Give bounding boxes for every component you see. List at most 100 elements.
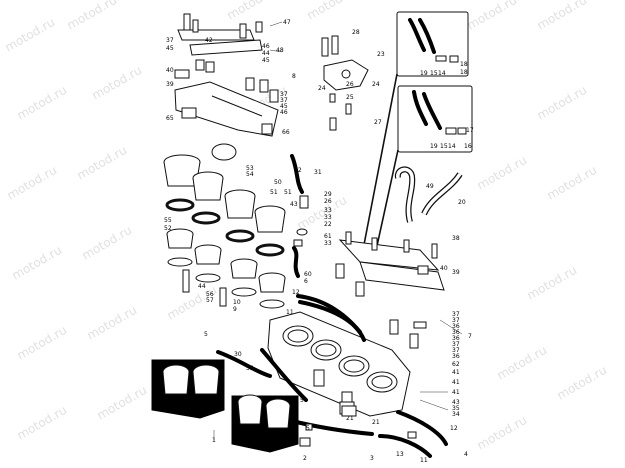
injector xyxy=(355,281,365,297)
callout-41: 41 xyxy=(452,369,460,376)
callout-66: 66 xyxy=(282,129,290,136)
callout-2: 2 xyxy=(303,455,307,462)
bolt xyxy=(371,237,378,251)
cap xyxy=(211,143,237,161)
callout-56: 56 xyxy=(206,291,214,298)
velocity-stack-body xyxy=(254,211,286,233)
callout-17: 17 xyxy=(466,127,474,134)
callout-39: 39 xyxy=(452,269,460,276)
injector xyxy=(205,61,215,73)
watermark: motod.ru xyxy=(10,243,65,283)
injector xyxy=(245,77,255,91)
injector xyxy=(269,89,279,103)
watermark: motod.ru xyxy=(535,83,590,123)
throttle-body xyxy=(267,311,411,417)
inset-detail-top xyxy=(396,11,469,77)
callout-46: 46 xyxy=(262,43,270,50)
callout-36: 36 xyxy=(452,335,460,342)
callout-43: 43 xyxy=(452,399,460,406)
callout-33: 33 xyxy=(324,240,332,247)
fitting xyxy=(299,437,311,447)
hose-clip xyxy=(435,55,447,62)
filter-element-body xyxy=(265,405,291,429)
bolt xyxy=(239,23,247,39)
watermark: motod.ru xyxy=(15,403,70,443)
misc-fittings xyxy=(299,405,417,447)
clip xyxy=(293,239,303,247)
fuel-rail xyxy=(189,39,263,56)
watermark: motod.ru xyxy=(475,153,530,193)
seal xyxy=(259,299,285,309)
callout-45: 45 xyxy=(262,57,270,64)
o-ring xyxy=(165,198,195,212)
callout-43: 43 xyxy=(290,201,298,208)
hose xyxy=(378,434,432,458)
connector xyxy=(449,55,459,63)
injector-bracket xyxy=(174,81,279,137)
bolt xyxy=(329,93,336,103)
connector xyxy=(417,265,429,275)
callout-12: 12 xyxy=(292,289,300,296)
callout-28: 28 xyxy=(352,29,360,36)
callout-22: 22 xyxy=(324,221,332,228)
watermark: motod.ru xyxy=(465,0,520,33)
callout-15: 15 xyxy=(440,143,448,150)
grommet xyxy=(296,228,308,236)
callout-46: 46 xyxy=(280,109,288,116)
bolt xyxy=(331,35,339,55)
bolt xyxy=(403,239,410,253)
stud xyxy=(182,269,190,293)
hose xyxy=(298,300,366,342)
o-ring xyxy=(225,229,255,243)
inset-lead xyxy=(374,149,399,256)
air-box-bracket xyxy=(321,35,369,131)
filter-element-body xyxy=(192,371,220,395)
callout-37: 37 xyxy=(452,347,460,354)
bolt xyxy=(321,37,329,57)
callout-45: 45 xyxy=(166,45,174,52)
filter-element-body xyxy=(162,371,190,395)
fuel-rail-assembly xyxy=(174,13,279,137)
watermark: motod.ru xyxy=(3,15,58,55)
fuel-hose xyxy=(418,18,436,54)
callout-10: 10 xyxy=(233,299,241,306)
hose xyxy=(286,418,374,436)
callout-8: 8 xyxy=(292,73,296,80)
injector xyxy=(335,263,345,279)
leader xyxy=(439,319,463,335)
hose xyxy=(260,348,308,402)
callout-54: 54 xyxy=(246,171,254,178)
callout-51: 51 xyxy=(284,189,292,196)
fuel-rail xyxy=(359,261,445,291)
callout-41: 41 xyxy=(452,379,460,386)
bolt xyxy=(345,103,352,115)
callout-labels: 47 37 45 42 46 44 48 45 8 40 39 37 37 45… xyxy=(164,19,474,464)
intake-stacks-lower xyxy=(166,228,286,309)
sensor xyxy=(313,369,325,387)
callout-55: 55 xyxy=(164,217,172,224)
callout-15: 15 xyxy=(430,70,438,77)
callout-53: 53 xyxy=(246,165,254,172)
watermark: motod.ru xyxy=(15,323,70,363)
callout-24: 24 xyxy=(318,85,326,92)
bolt xyxy=(329,117,337,131)
callout-26: 26 xyxy=(346,81,354,88)
callout-5: 5 xyxy=(204,331,208,338)
watermark: motod.ru xyxy=(305,0,360,23)
watermark: motod.ru xyxy=(95,383,150,423)
callout-51: 51 xyxy=(270,189,278,196)
fuel-rail xyxy=(338,239,440,271)
callout-37: 37 xyxy=(452,317,460,324)
callout-44: 44 xyxy=(198,283,206,290)
callout-11: 11 xyxy=(420,457,428,464)
callout-24: 24 xyxy=(372,81,380,88)
callout-37: 37 xyxy=(452,341,460,348)
callout-21: 21 xyxy=(346,415,354,422)
watermark: motod.ru xyxy=(90,63,145,103)
callout-36: 36 xyxy=(452,323,460,330)
callout-23: 23 xyxy=(377,51,385,58)
watermark: motod.ru xyxy=(75,143,130,183)
injector xyxy=(259,79,269,93)
callout-37: 37 xyxy=(166,37,174,44)
